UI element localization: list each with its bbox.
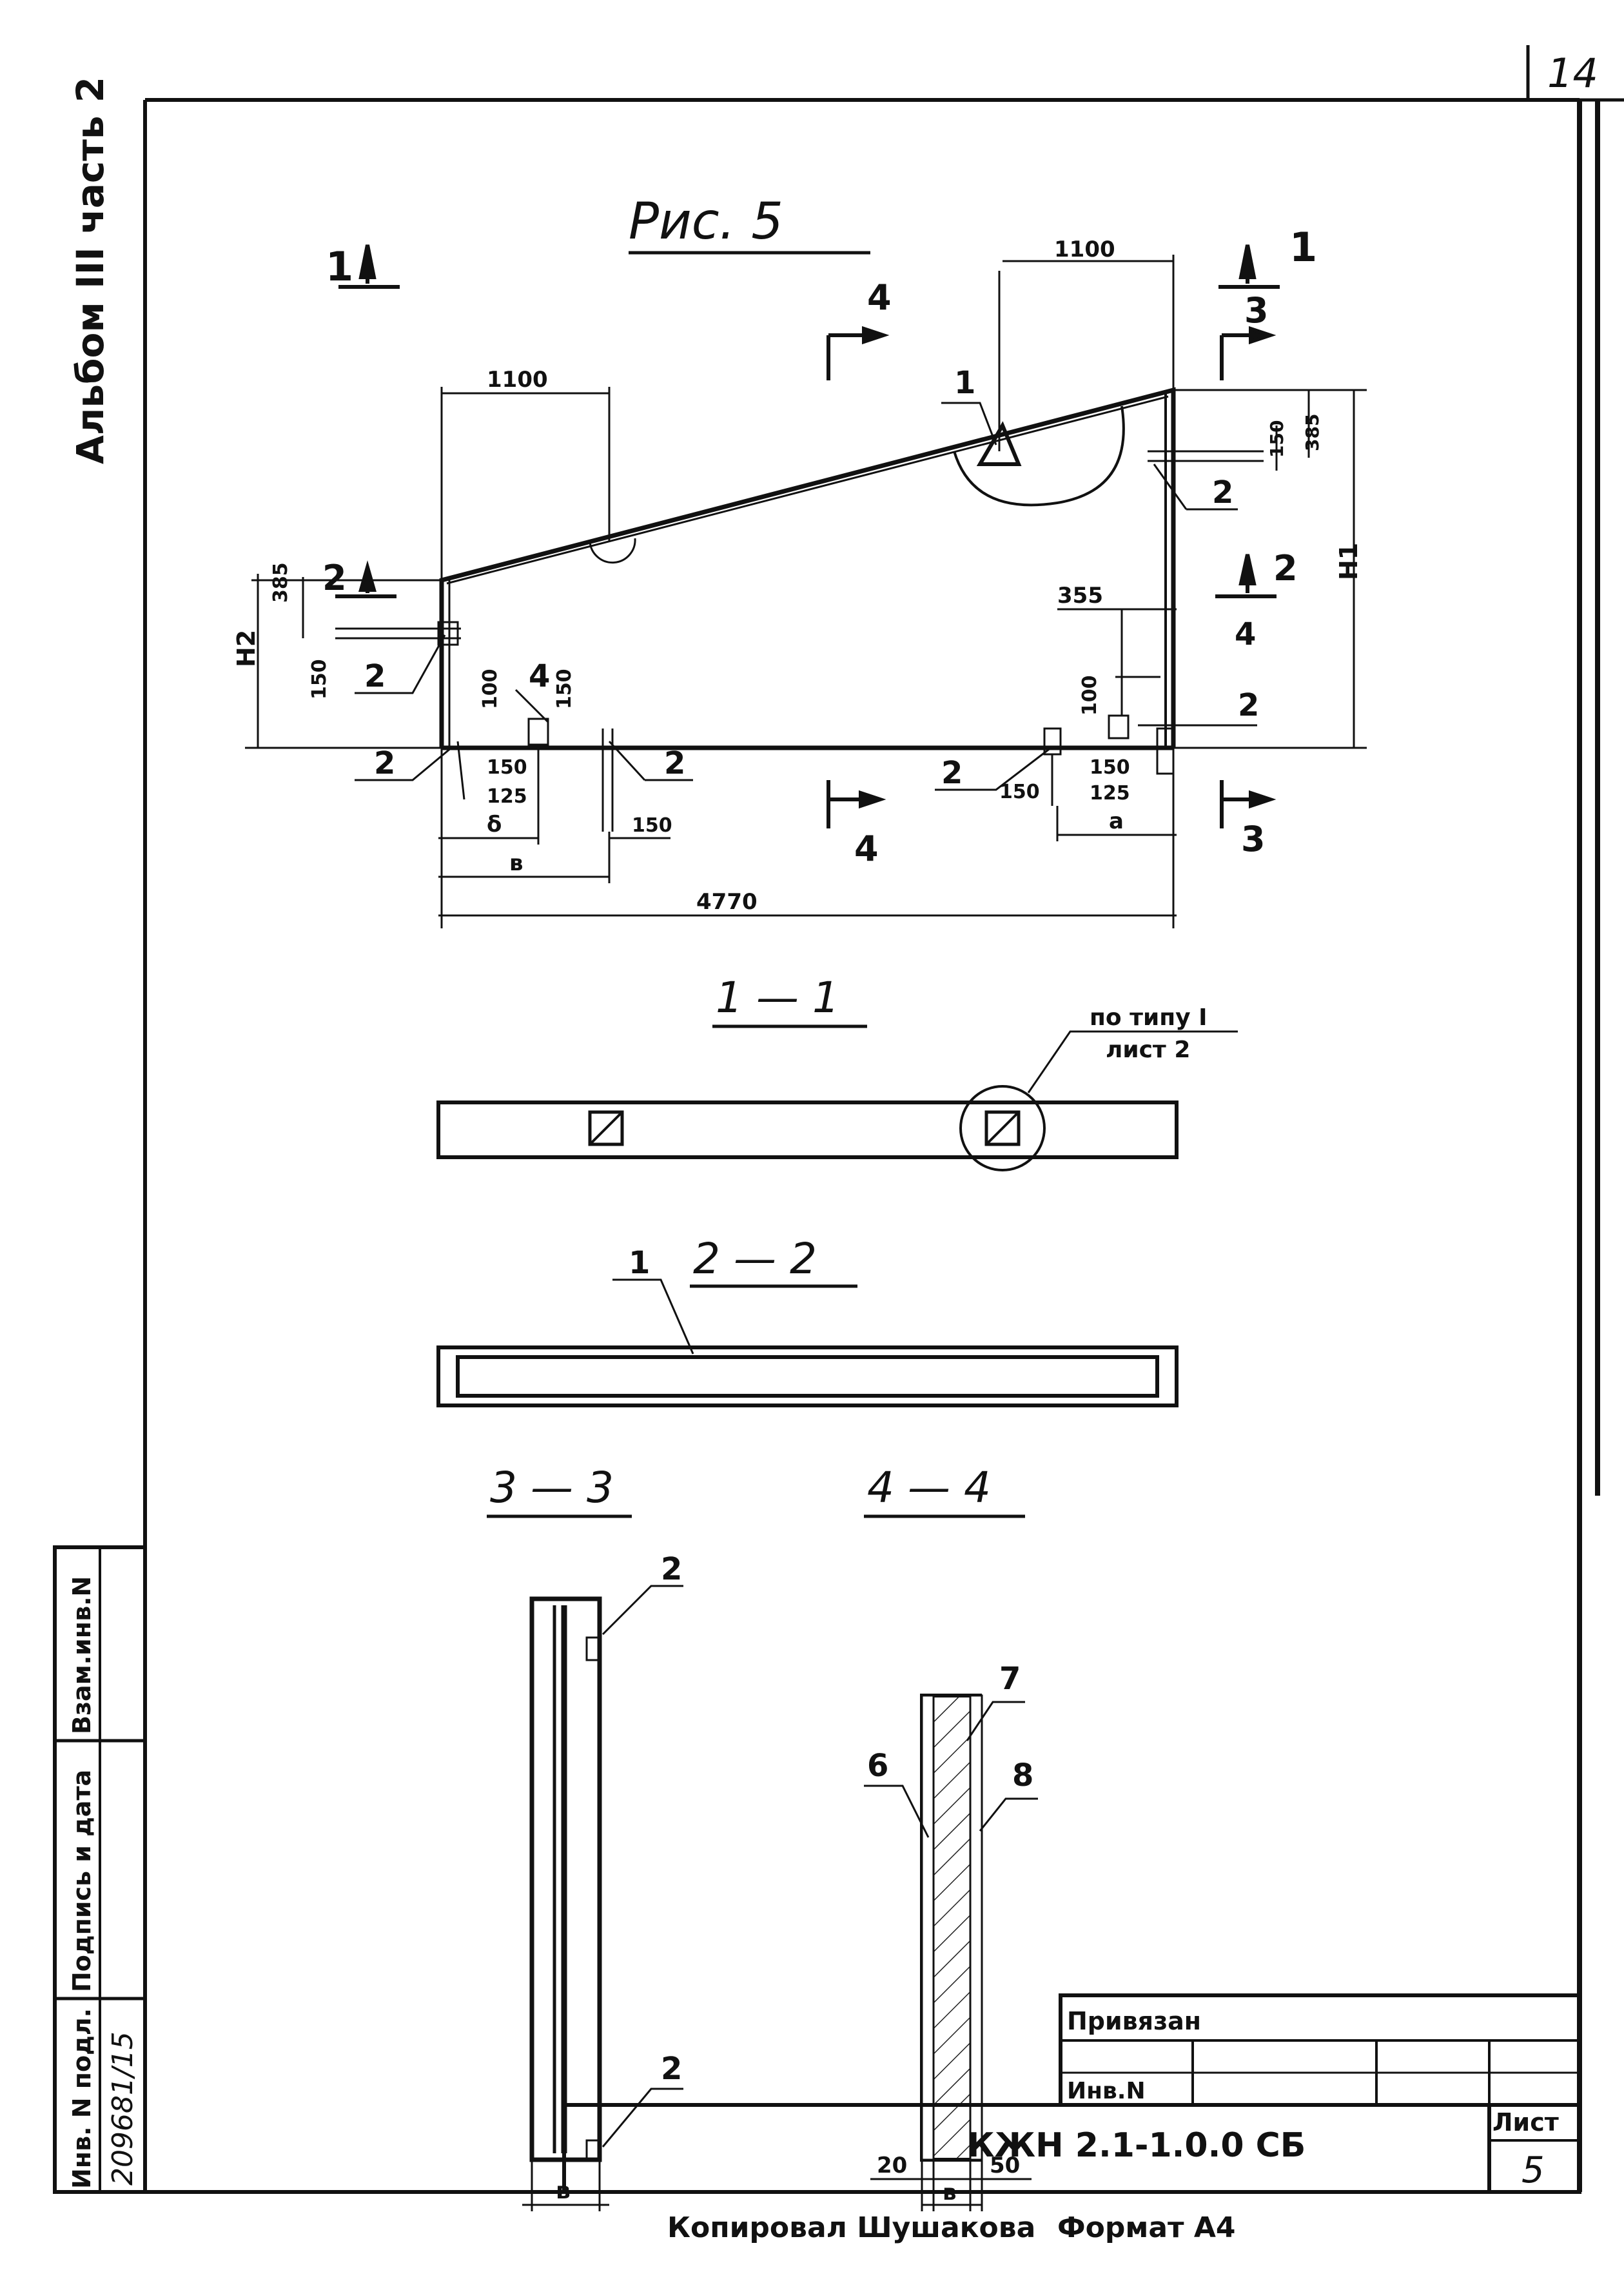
title-block: [562, 1993, 1581, 2194]
pos-2-mid-bottom: 2: [664, 745, 685, 781]
dim-total: 4770: [696, 889, 758, 915]
section-1-1-note-2: лист 2: [1106, 1037, 1190, 1063]
section-4-4-pos-7: 7: [999, 1661, 1021, 1697]
dim-385-left: 385: [269, 562, 292, 603]
stamp-list-value: 5: [1521, 2149, 1545, 2191]
label-h1: H1: [1335, 543, 1363, 580]
dim-125-b: 125: [1090, 782, 1130, 805]
pos-4-right: 4: [1235, 616, 1256, 652]
stamp-list-label: Лист: [1492, 2108, 1559, 2137]
section-4-4-pos-6: 6: [867, 1748, 888, 1784]
footer-copied: Копировал Шушакова: [667, 2211, 1035, 2244]
dim-125-a: 125: [487, 785, 527, 808]
dim-150-d: 150: [1090, 756, 1130, 779]
figure-title: Рис. 5: [629, 193, 783, 251]
section-4-4-title: 4 — 4: [867, 1463, 991, 1512]
dim-150-right-top: 150: [1266, 420, 1287, 458]
section-3-3: 3 — 3 2 2 в: [487, 1463, 683, 2211]
dim-v-left: в: [509, 850, 523, 876]
section-1-1-title: 1 — 1: [716, 973, 839, 1022]
main-view: [335, 271, 1264, 832]
figure-title-group: Рис. 5: [629, 193, 870, 255]
main-view-dimensions: [245, 255, 1367, 928]
side-stamp-podpis-data: Подпись и дата: [68, 1770, 96, 1992]
section-markers: [335, 244, 1280, 828]
dim-top-left: 1100: [487, 367, 548, 393]
section-marker-3-bottom: 3: [1241, 819, 1266, 859]
section-marker-3-top: 3: [1244, 290, 1269, 331]
section-3-3-pos-bottom: 2: [661, 2051, 682, 2087]
sheet-number-box: 14: [1526, 45, 1624, 102]
dim-385-right: 385: [1302, 414, 1323, 451]
album-label: Альбом III часть 2: [68, 77, 112, 464]
side-stamp: [53, 1545, 147, 2194]
dim-top-right: 1100: [1054, 237, 1115, 262]
pos-2-right-top: 2: [1212, 474, 1233, 511]
pos-2-left-bottom: 2: [374, 745, 395, 781]
dim-delta: δ: [487, 812, 502, 837]
section-3-3-title: 3 — 3: [490, 1463, 614, 1512]
dim-150-left-top: 150: [553, 669, 576, 709]
side-stamp-inv-podl: Инв. N подл.: [68, 2008, 96, 2189]
stamp-privyazan: Привязан: [1067, 2007, 1201, 2035]
position-leaders: [355, 402, 1257, 791]
pos-2-left-mid: 2: [364, 658, 386, 694]
dim-100-right: 100: [1079, 675, 1101, 716]
section-marker-4-bottom: 4: [854, 828, 879, 869]
section-4-4-dim-20: 20: [877, 2153, 907, 2178]
sheet-number: 14: [1547, 50, 1598, 97]
section-3-3-pos-top: 2: [661, 1551, 682, 1587]
dim-355: 355: [1057, 583, 1103, 609]
label-h2: H2: [232, 630, 260, 667]
pos-1-main: 1: [954, 365, 975, 401]
section-4-4: 4 — 4 7 8 6 20 в 50: [864, 1463, 1038, 2211]
side-stamp-inv-value: 209681/15: [106, 2031, 139, 2186]
dim-150-a: 150: [487, 756, 527, 779]
dim-150-left: 150: [308, 659, 331, 699]
stamp-inv-n: Инв.N: [1067, 2078, 1146, 2104]
pos-2-right-mid: 2: [1238, 687, 1259, 723]
dim-150-c: 150: [999, 781, 1040, 803]
footer-format: Формат А4: [1057, 2211, 1236, 2244]
section-4-4-pos-8: 8: [1012, 1757, 1033, 1794]
dim-a: а: [1109, 808, 1124, 834]
pos-2-right-bottom: 2: [941, 755, 963, 791]
section-marker-4-top: 4: [867, 277, 892, 318]
section-2-2-pos: 1: [629, 1245, 650, 1281]
section-2-2: 2 — 2 1: [436, 1234, 1179, 1407]
dim-150-b: 150: [632, 814, 672, 837]
section-1-1: 1 — 1 по типу I лист 2: [436, 973, 1238, 1171]
section-marker-1-left: 1: [326, 243, 353, 290]
section-4-4-dim-50: 50: [990, 2153, 1020, 2178]
section-marker-2-left: 2: [322, 558, 347, 598]
section-2-2-title: 2 — 2: [693, 1234, 817, 1284]
section-1-1-note-1: по типу I: [1090, 1004, 1208, 1031]
stamp-doc-code: КЖН 2.1-1.0.0 СБ: [967, 2126, 1306, 2165]
pos-4-left: 4: [529, 658, 550, 694]
side-stamp-vzam-inv: Взам.инв.N: [68, 1576, 96, 1734]
dim-100-left: 100: [479, 669, 502, 709]
drawing-frame: [143, 98, 1600, 2194]
section-marker-1-right: 1: [1289, 224, 1317, 271]
section-marker-2-right: 2: [1273, 548, 1298, 589]
